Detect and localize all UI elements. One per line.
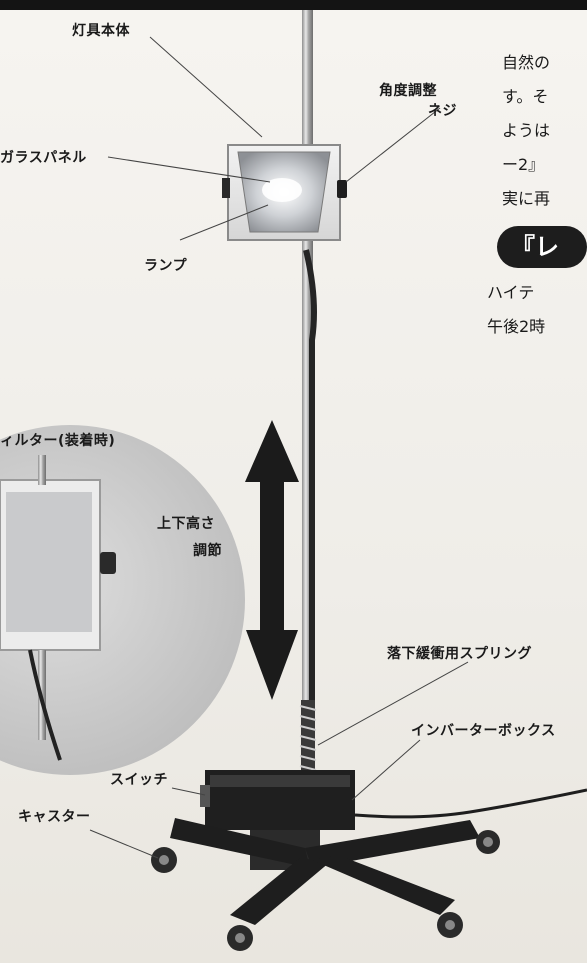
label-filter: ィルター(装着時): [0, 433, 116, 449]
filter-inset-circle: [0, 425, 245, 775]
section-heading: 『レ: [497, 226, 587, 268]
label-lamp-body: 灯具本体: [72, 23, 130, 39]
label-glass-panel: ガラスパネル: [0, 150, 87, 166]
label-angle-adjust: 角度調整: [379, 83, 437, 99]
label-height-adjust-2: 調節: [193, 543, 222, 559]
label-height-adjust: 上下高さ: [157, 516, 215, 532]
main-pole: [302, 10, 313, 830]
label-drop-spring: 落下緩衝用スプリング: [387, 646, 532, 662]
body-line-1: 自然の: [502, 53, 551, 72]
sub-line-2: 午後2時: [487, 317, 546, 336]
label-lamp: ランプ: [144, 258, 188, 274]
body-line-4: ー2』: [502, 155, 545, 174]
casters: [151, 830, 500, 951]
lamp-housing: [222, 144, 347, 241]
body-line-5: 実に再: [502, 189, 551, 208]
top-bar: [0, 0, 587, 10]
label-angle-adjust-screw: ネジ: [428, 103, 457, 119]
body-line-2: す。そ: [502, 87, 549, 106]
height-arrow: [245, 420, 299, 700]
label-switch: スイッチ: [110, 772, 168, 788]
sub-line-1: ハイテ: [487, 283, 535, 302]
body-line-3: ようは: [502, 121, 551, 140]
label-caster: キャスター: [18, 809, 91, 825]
base-legs: [170, 818, 480, 925]
label-inverter-box: インバーターボックス: [411, 723, 556, 739]
